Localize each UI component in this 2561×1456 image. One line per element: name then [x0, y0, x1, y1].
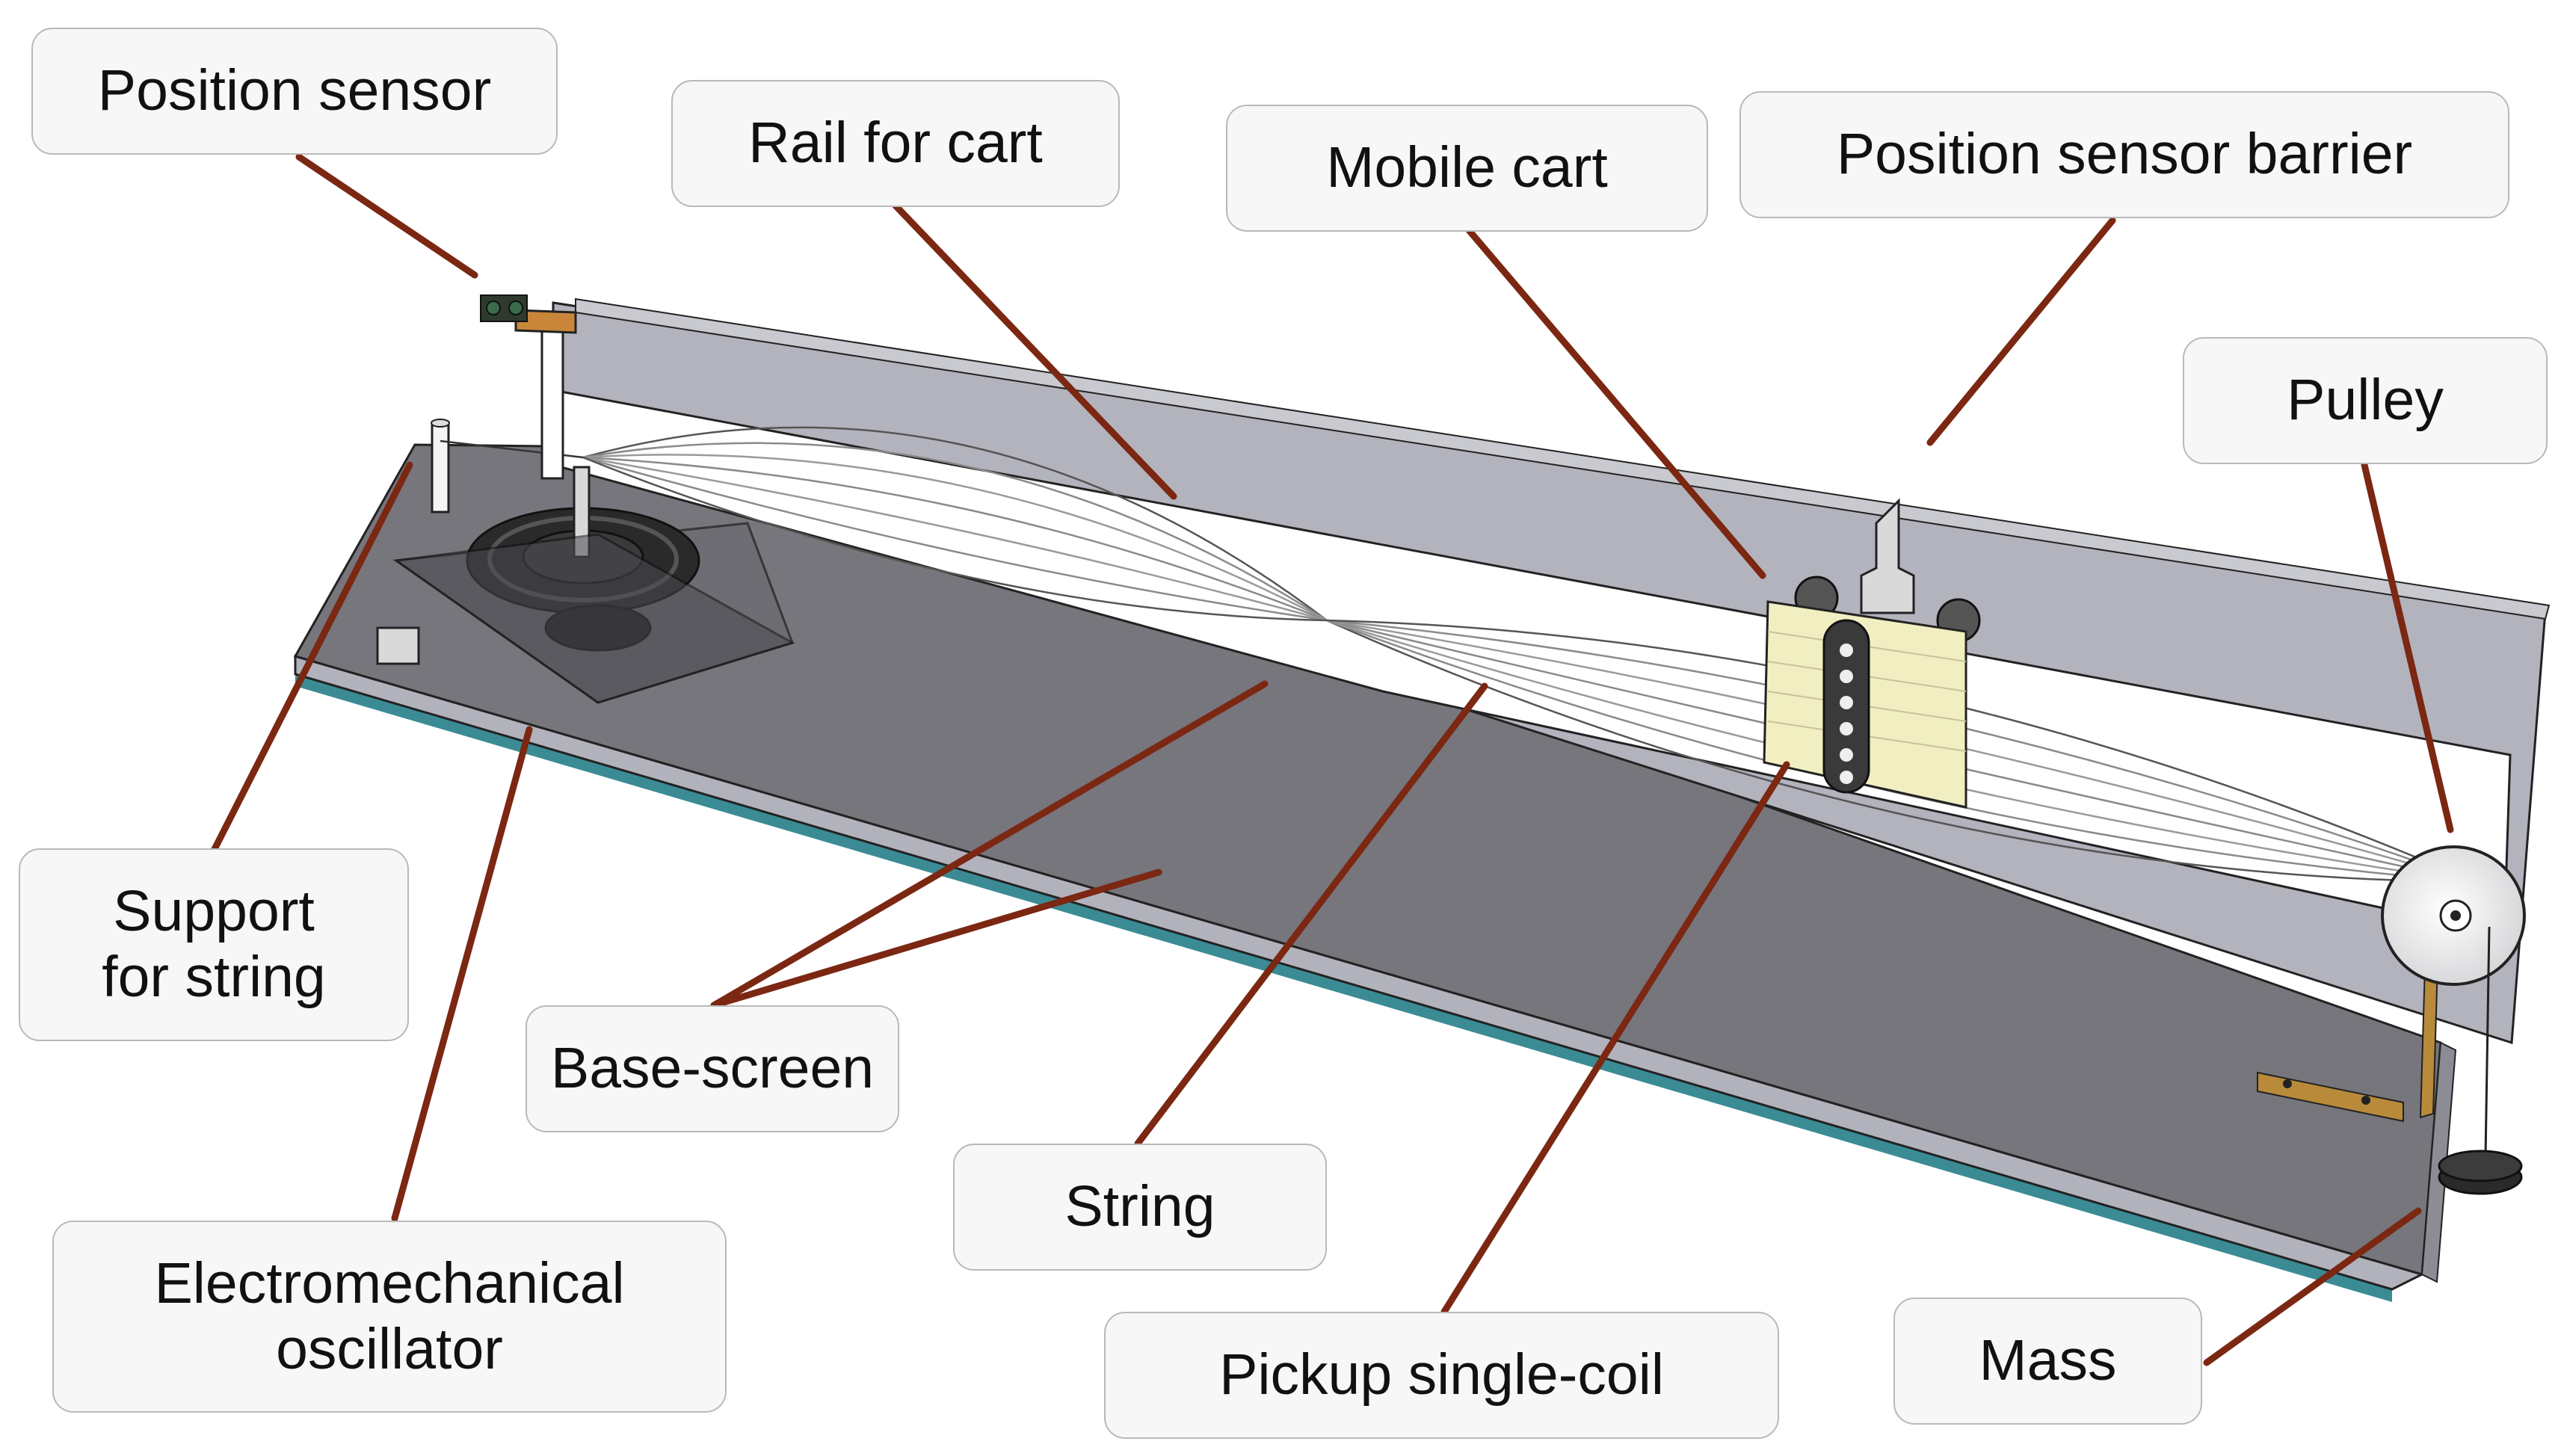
arrow-icon — [2203, 1207, 2422, 1366]
support-rod — [431, 421, 450, 513]
pickup-coil-icon — [1822, 619, 1870, 794]
label-electromechanical-oscillator: Electromechanical oscillator — [52, 1221, 727, 1413]
label-rail-for-cart: Rail for cart — [671, 80, 1120, 207]
pole-piece — [1840, 670, 1853, 683]
label-position-sensor: Position sensor — [31, 28, 558, 155]
oscillator-box-front — [392, 533, 795, 704]
arrow-icon — [2361, 461, 2454, 833]
mass-icon — [2438, 1150, 2523, 1195]
pole-piece — [1840, 644, 1853, 657]
arrow-icon — [1465, 226, 1766, 579]
base-right-strip — [2420, 1041, 2457, 1283]
pulley-assembly — [2257, 845, 2526, 1195]
support-rod-top — [431, 419, 450, 428]
arrow-icon — [1134, 682, 1488, 1147]
base-platform — [293, 443, 2457, 1302]
arrow-icon — [295, 153, 478, 279]
mobile-cart — [1763, 498, 1981, 809]
sensor-bracket-vertical — [540, 327, 564, 480]
back-wall-top-edge — [575, 297, 2551, 620]
arrow-icon — [1440, 761, 1790, 1315]
arrow-icon — [710, 869, 1162, 1009]
label-pickup-single-coil: Pickup single-coil — [1104, 1312, 1779, 1439]
sensor-eye-left — [486, 300, 501, 315]
pole-piece — [1840, 771, 1853, 784]
sensor-bracket-arm — [514, 309, 577, 334]
bracket-screw — [2283, 1079, 2292, 1088]
speaker-icon — [376, 466, 795, 704]
arrow-icon — [209, 461, 413, 856]
arrow-icon — [391, 726, 533, 1222]
label-base-screen: Base-screen — [526, 1005, 899, 1132]
bracket-screw — [2361, 1096, 2370, 1105]
pole-piece — [1840, 696, 1853, 709]
label-string: String — [953, 1144, 1327, 1271]
pole-piece — [1840, 722, 1853, 735]
arrow-icon — [1926, 217, 2116, 446]
label-mass: Mass — [1893, 1298, 2202, 1425]
pole-piece — [1840, 748, 1853, 762]
label-mobile-cart: Mobile cart — [1226, 105, 1708, 232]
standing-wave — [582, 426, 2476, 883]
base-bottom-edge — [295, 674, 2392, 1302]
oscillator-stand — [376, 626, 420, 665]
sensor-eye-right — [508, 300, 523, 315]
label-position-sensor-barrier: Position sensor barrier — [1739, 91, 2509, 218]
string-support — [431, 419, 584, 513]
hanging-string — [2484, 926, 2491, 1158]
arrow-icon — [890, 200, 1177, 500]
label-support-for-string: Support for string — [19, 848, 409, 1041]
mass-top — [2438, 1150, 2523, 1182]
position-sensor-icon — [480, 294, 577, 480]
arrow-icon — [710, 680, 1269, 1009]
sensor-barrier-flag — [1860, 498, 1915, 614]
pulley-icon — [2381, 845, 2526, 986]
label-pulley: Pulley — [2183, 337, 2548, 464]
pulley-axle — [2450, 910, 2461, 921]
annotation-arrows — [209, 153, 2454, 1366]
base-bracket — [2257, 1071, 2404, 1123]
